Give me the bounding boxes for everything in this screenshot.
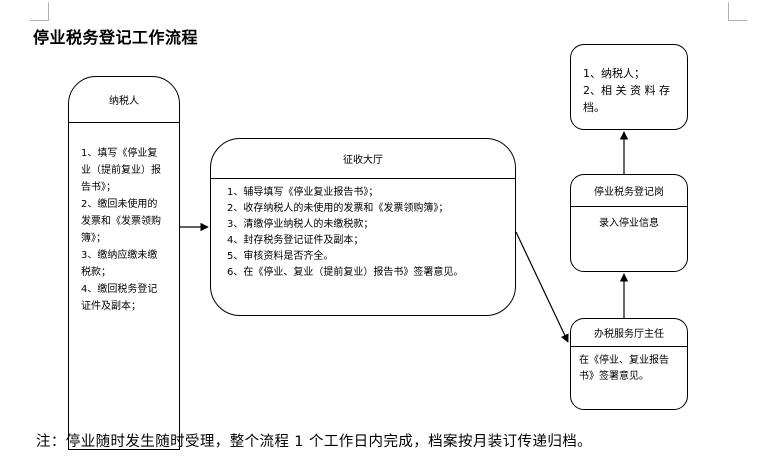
page-corner-mark-left	[30, 2, 49, 21]
taxpayer-step-line: 2、缴回未使用的	[81, 199, 158, 210]
archive-text-line: 档。	[583, 101, 605, 114]
page-corner-mark-right	[728, 2, 747, 21]
director-text-line: 书》签署意见。	[579, 371, 649, 382]
director-box-content: 在《停业、复业报告 书》签署意见。	[571, 347, 687, 391]
page-title: 停业税务登记工作流程	[33, 28, 199, 47]
collection-hall-box: 征收大厅 1、辅导填写《停业复业报告书》； 2、收存纳税人的未使用的发票和《发票…	[210, 138, 516, 316]
taxpayer-step-line: 税款；	[81, 267, 111, 278]
registration-post-content: 录入停业信息	[571, 207, 687, 240]
taxpayer-step-line: 证件及副本；	[81, 301, 141, 312]
taxpayer-box: 纳税人 1、填写《停业复 业（提前复业）报 告书》； 2、缴回未使用的 发票和《…	[68, 76, 180, 450]
taxpayer-step-line: 告书》；	[81, 182, 116, 193]
collection-hall-steps: 1、辅导填写《停业复业报告书》； 2、收存纳税人的未使用的发票和《发票领购簿》；…	[211, 179, 515, 287]
archive-text-line: 1、纳税人；	[583, 67, 645, 80]
archive-box-content: 1、纳税人； 2、相 关 资 料 存 档。	[571, 45, 687, 122]
registration-post-box: 停业税务登记岗 录入停业信息	[570, 174, 688, 272]
hall-step-line: 1、辅导填写《停业复业报告书》；	[227, 187, 379, 198]
taxpayer-step-line: 簿》；	[81, 233, 106, 244]
arrow-hall-to-director	[515, 231, 569, 343]
hall-step-line: 5、审核资料是否齐全。	[227, 251, 334, 262]
footnote: 注：停业随时发生随时受理，整个流程 1 个工作日内完成，档案按月装订传递归档。	[36, 434, 593, 450]
taxpayer-step-line: 发票和《发票领购	[81, 216, 161, 227]
registration-text-line: 录入停业信息	[599, 218, 659, 229]
taxpayer-step-line: 3、缴纳应缴未缴	[81, 250, 158, 261]
archive-text-line: 2、相 关 资 料 存	[583, 84, 670, 97]
registration-post-header: 停业税务登记岗	[571, 175, 687, 207]
director-box-header: 办税服务厅主任	[571, 319, 687, 347]
archive-box: 1、纳税人； 2、相 关 资 料 存 档。	[570, 44, 688, 130]
hall-step-line: 4、封存税务登记证件及副本；	[227, 235, 364, 246]
taxpayer-box-steps: 1、填写《停业复 业（提前复业）报 告书》； 2、缴回未使用的 发票和《发票领购…	[69, 123, 179, 321]
hall-step-line: 2、收存纳税人的未使用的发票和《发票领购簿》；	[227, 203, 449, 214]
director-box: 办税服务厅主任 在《停业、复业报告 书》签署意见。	[570, 318, 688, 410]
collection-hall-header: 征收大厅	[211, 139, 515, 179]
taxpayer-step-line: 业（提前复业）报	[81, 165, 161, 176]
taxpayer-box-header: 纳税人	[69, 77, 179, 123]
director-text-line: 在《停业、复业报告	[579, 355, 669, 366]
taxpayer-step-line: 4、缴回税务登记	[81, 284, 158, 295]
hall-step-line: 6、在《停业、复业（提前复业）报告书》签署意见。	[227, 267, 464, 278]
hall-step-line: 3、清缴停业纳税人的未缴税款；	[227, 219, 374, 230]
taxpayer-step-line: 1、填写《停业复	[81, 148, 158, 159]
